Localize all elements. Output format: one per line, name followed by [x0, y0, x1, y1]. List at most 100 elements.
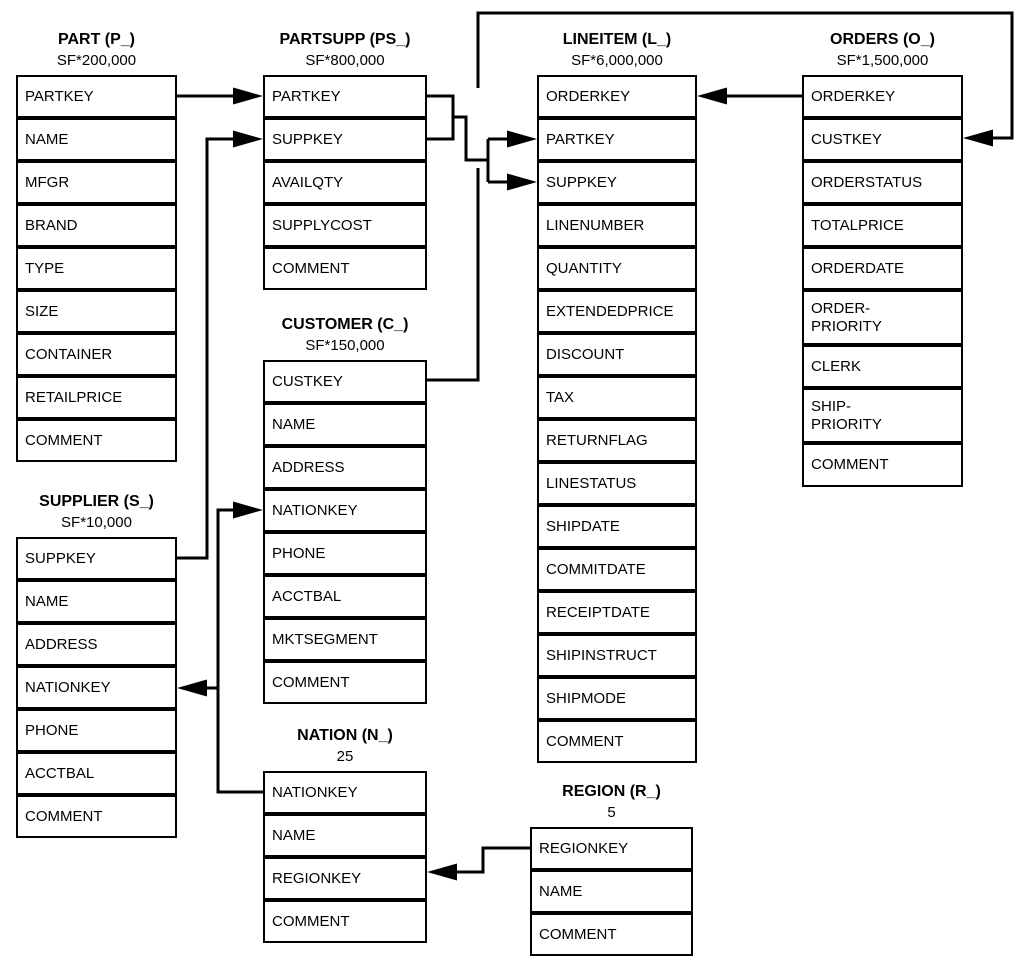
lineitem-column-discount: DISCOUNT — [537, 333, 697, 376]
supplier-column-name: NAME — [16, 580, 177, 623]
column-label: TOTALPRICE — [811, 216, 904, 234]
column-label: SHIPINSTRUCT — [546, 646, 657, 664]
lineitem-column-quantity: QUANTITY — [537, 247, 697, 290]
column-label: REGIONKEY — [539, 839, 629, 857]
column-label: COMMENT — [272, 259, 350, 277]
customer-custkey-to-orders-custkey-line — [476, 11, 1014, 140]
column-label: PHONE — [272, 544, 326, 562]
partsupp-column-suppkey: SUPPKEY — [263, 118, 427, 161]
table-lineitem-title: LINEITEM (L_) — [562, 31, 672, 48]
orders-column-clerk: CLERK — [802, 345, 963, 388]
column-label: ADDRESS — [25, 635, 98, 653]
customer-column-phone: PHONE — [263, 532, 427, 575]
column-label: COMMENT — [539, 925, 617, 943]
orders-column-totalprice: TOTALPRICE — [802, 204, 963, 247]
supplier-column-nationkey: NATIONKEY — [16, 666, 177, 709]
orders-column-order-priority: ORDER- PRIORITY — [802, 290, 963, 345]
region-regionkey-to-nation-regionkey-arrowhead-icon — [427, 863, 457, 881]
table-region-title: REGION (R_) — [562, 783, 661, 800]
part-column-type: TYPE — [16, 247, 177, 290]
table-partsupp-cardinality: SF*800,000 — [305, 52, 385, 69]
column-label: ORDERKEY — [811, 87, 896, 105]
column-label: RETURNFLAG — [546, 431, 648, 449]
partsupp-column-partkey: PARTKEY — [263, 75, 427, 118]
nation-nationkey-to-customer-nationkey-line — [216, 508, 263, 794]
orders-column-comment: COMMENT — [802, 443, 963, 487]
column-label: CLERK — [811, 357, 862, 375]
supplier-column-phone: PHONE — [16, 709, 177, 752]
partsupp-column-comment: COMMENT — [263, 247, 427, 290]
column-label: CONTAINER — [25, 345, 113, 363]
column-label: PARTKEY — [546, 130, 615, 148]
column-label: AVAILQTY — [272, 173, 344, 191]
column-label: TYPE — [25, 259, 65, 277]
lineitem-column-shipdate: SHIPDATE — [537, 505, 697, 548]
partsupp-column-supplycost: SUPPLYCOST — [263, 204, 427, 247]
region-column-comment: COMMENT — [530, 913, 693, 956]
column-label: DISCOUNT — [546, 345, 625, 363]
column-label: ACCTBAL — [272, 587, 342, 605]
partsupp-to-lineitem-trunk-line — [453, 115, 488, 162]
column-label: SHIP- PRIORITY — [811, 398, 882, 433]
table-supplier-cardinality: SF*10,000 — [61, 514, 132, 531]
part-partkey-to-partsupp-partkey-arrowhead-icon — [233, 87, 263, 105]
column-label: MKTSEGMENT — [272, 630, 378, 648]
lineitem-column-returnflag: RETURNFLAG — [537, 419, 697, 462]
lineitem-column-receiptdate: RECEIPTDATE — [537, 591, 697, 634]
fork-to-lineitem-suppkey-arrowhead-icon — [507, 173, 537, 191]
lineitem-column-orderkey: ORDERKEY — [537, 75, 697, 118]
column-label: COMMENT — [272, 912, 350, 930]
column-label: NAME — [539, 882, 583, 900]
supplier-column-acctbal: ACCTBAL — [16, 752, 177, 795]
column-label: COMMENT — [272, 673, 350, 691]
part-column-comment: COMMENT — [16, 419, 177, 462]
orders-column-orderkey: ORDERKEY — [802, 75, 963, 118]
column-label: TAX — [546, 388, 575, 406]
column-label: COMMENT — [811, 456, 889, 474]
column-label: CUSTKEY — [272, 372, 343, 390]
lineitem-column-partkey: PARTKEY — [537, 118, 697, 161]
fork-to-lineitem-partkey-arrowhead-icon — [507, 130, 537, 148]
lineitem-column-suppkey: SUPPKEY — [537, 161, 697, 204]
column-label: COMMENT — [25, 431, 103, 449]
nation-column-regionkey: REGIONKEY — [263, 857, 427, 900]
column-label: SUPPKEY — [272, 130, 343, 148]
column-label: LINESTATUS — [546, 474, 637, 492]
orders-column-orderdate: ORDERDATE — [802, 247, 963, 290]
orders-column-custkey: CUSTKEY — [802, 118, 963, 161]
column-label: SIZE — [25, 302, 59, 320]
column-label: NAME — [272, 415, 316, 433]
region-column-regionkey: REGIONKEY — [530, 827, 693, 870]
table-orders-title: ORDERS (O_) — [830, 31, 935, 48]
column-label: COMMENT — [25, 807, 103, 825]
lineitem-column-shipmode: SHIPMODE — [537, 677, 697, 720]
nation-column-nationkey: NATIONKEY — [263, 771, 427, 814]
table-nation-title: NATION (N_) — [297, 727, 393, 744]
table-customer-title: CUSTOMER (C_) — [281, 316, 409, 333]
lineitem-column-linenumber: LINENUMBER — [537, 204, 697, 247]
lineitem-column-comment: COMMENT — [537, 720, 697, 763]
column-label: NAME — [272, 826, 316, 844]
column-label: COMMITDATE — [546, 560, 646, 578]
table-supplier-title: SUPPLIER (S_) — [39, 493, 154, 510]
column-label: NATIONKEY — [25, 678, 111, 696]
customer-custkey-to-orders-custkey-arrowhead-icon — [963, 129, 993, 147]
region-column-name: NAME — [530, 870, 693, 913]
column-label: MFGR — [25, 173, 70, 191]
column-label: ADDRESS — [272, 458, 345, 476]
column-label: SHIPDATE — [546, 517, 620, 535]
column-label: EXTENDEDPRICE — [546, 302, 674, 320]
customer-column-name: NAME — [263, 403, 427, 446]
customer-column-nationkey: NATIONKEY — [263, 489, 427, 532]
customer-column-mktsegment: MKTSEGMENT — [263, 618, 427, 661]
customer-column-address: ADDRESS — [263, 446, 427, 489]
column-label: ORDER- PRIORITY — [811, 300, 882, 335]
supplier-column-comment: COMMENT — [16, 795, 177, 838]
table-partsupp-title: PARTSUPP (PS_) — [279, 31, 411, 48]
column-label: LINENUMBER — [546, 216, 645, 234]
nation-column-name: NAME — [263, 814, 427, 857]
customer-custkey-riser-line — [427, 168, 480, 382]
lineitem-column-tax: TAX — [537, 376, 697, 419]
part-column-container: CONTAINER — [16, 333, 177, 376]
